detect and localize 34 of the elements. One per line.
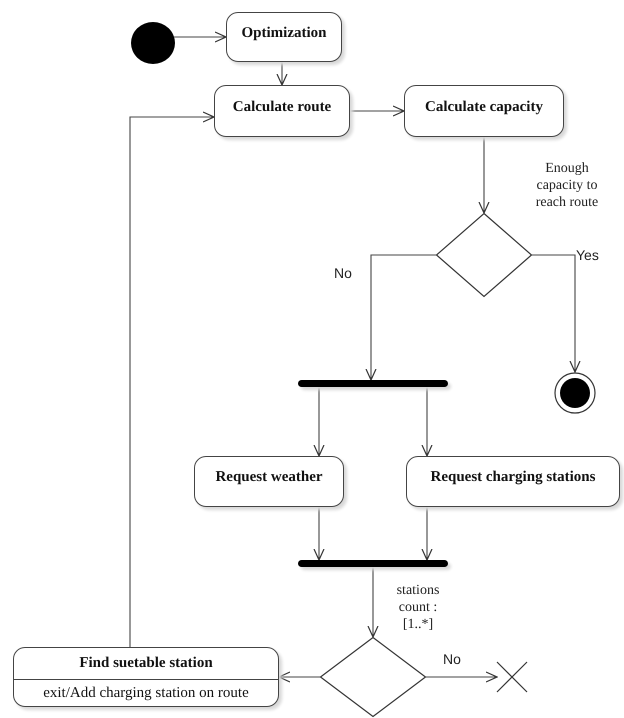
action-label: Calculate capacity (425, 98, 543, 116)
decision-diamond (436, 213, 532, 297)
control-flow-arrow (173, 31, 227, 43)
sync-bar (298, 380, 448, 387)
action-label: Optimization (242, 24, 326, 42)
initial-node (131, 22, 175, 64)
action-box (404, 85, 564, 137)
action-box (13, 647, 279, 707)
action-label: Find suetable station (79, 654, 213, 673)
exit-action-text: exit/Add charging station on route (43, 684, 249, 702)
control-flow-arrow (426, 671, 498, 683)
control-flow-arrow (532, 254, 581, 373)
control-flow-arrow (421, 507, 433, 561)
control-flow-arrow (478, 137, 490, 214)
control-flow-arrow (365, 254, 436, 381)
control-flow-arrow (367, 567, 379, 638)
sync-bar (298, 560, 448, 567)
control-flow-arrow (276, 62, 288, 86)
action-box (406, 456, 620, 507)
control-flow-arrow (129, 111, 215, 647)
control-flow-arrow (313, 387, 325, 457)
action-box (194, 456, 344, 507)
decision-diamond (320, 637, 426, 717)
control-flow-arrow (421, 387, 433, 457)
control-flow-arrow (350, 105, 405, 117)
control-flow-arrow (278, 671, 320, 683)
action-label: Request charging stations (430, 468, 596, 487)
flow-final-node (497, 662, 527, 692)
action-box (214, 85, 350, 137)
action-box (226, 12, 342, 62)
control-flow-arrow (313, 507, 325, 561)
action-label: Request weather (215, 468, 323, 487)
action-label: Calculate route (232, 98, 332, 116)
final-node (554, 372, 596, 414)
